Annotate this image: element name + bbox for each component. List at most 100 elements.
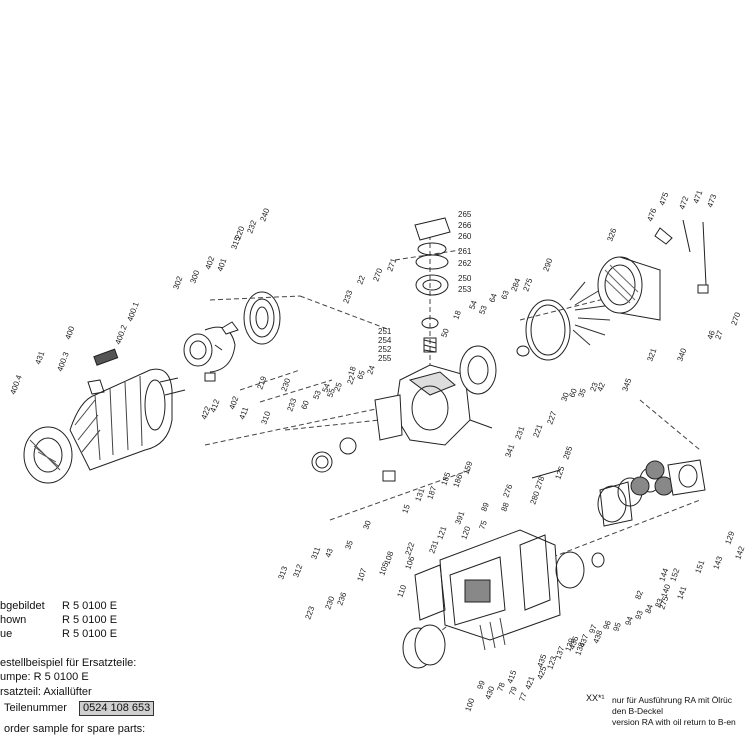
label-400-1: 400.1 <box>125 300 140 322</box>
label-35b: 35 <box>343 539 355 551</box>
info-value-3: R 5 0100 E <box>62 628 118 640</box>
label-310: 310 <box>259 410 272 426</box>
footnote-mark: XX*¹ <box>586 693 605 703</box>
label-230b: 230 <box>323 595 336 611</box>
label-270b: 270 <box>729 311 742 327</box>
label-106: 106 <box>403 555 416 571</box>
label-400-3: 400.3 <box>55 350 70 372</box>
label-27: 27 <box>713 329 725 341</box>
label-107: 107 <box>355 567 368 583</box>
label-270: 270 <box>371 267 384 283</box>
label-232: 232 <box>245 219 258 235</box>
label-473: 473 <box>705 193 718 209</box>
label-60: 60 <box>567 387 579 399</box>
label-152: 152 <box>668 567 681 583</box>
label-260: 260 <box>458 232 472 241</box>
label-30: 30 <box>559 391 571 403</box>
info-label-3: ue <box>0 628 13 640</box>
label-231b: 231 <box>427 539 440 555</box>
label-110: 110 <box>395 583 408 599</box>
label-55: 55 <box>325 387 337 399</box>
label-475: 475 <box>657 191 670 207</box>
label-18: 18 <box>451 309 463 321</box>
label-140: 140 <box>659 583 672 599</box>
label-185: 185 <box>439 471 452 487</box>
label-275: 275 <box>521 277 534 293</box>
label-233b: 233 <box>285 397 298 413</box>
label-99: 99 <box>475 679 487 691</box>
label-53: 53 <box>477 304 489 316</box>
label-50: 50 <box>439 327 451 339</box>
label-231: 231 <box>513 425 526 441</box>
label-75: 75 <box>477 519 489 531</box>
label-425: 425 <box>535 665 548 681</box>
info-pump: umpe: R 5 0100 E <box>0 671 89 683</box>
label-22: 22 <box>355 274 367 286</box>
info-label-2: hown <box>0 614 27 626</box>
label-401: 401 <box>215 257 228 273</box>
label-311: 311 <box>309 545 322 561</box>
label-400-4: 400.4 <box>8 373 23 395</box>
label-105: 105 <box>377 561 390 577</box>
label-24: 24 <box>365 364 377 376</box>
label-22b: 22 <box>345 374 357 386</box>
label-64: 64 <box>487 292 499 304</box>
label-266: 266 <box>458 221 472 230</box>
lower-housing <box>402 459 706 669</box>
label-250: 250 <box>458 274 472 283</box>
part-number-labels: 265 266 260 261 262 250 253 251 254 252 … <box>8 189 746 713</box>
label-108: 108 <box>382 550 395 566</box>
label-436: 436 <box>567 635 580 651</box>
label-78: 78 <box>495 681 507 693</box>
label-278: 278 <box>533 475 546 491</box>
motor-assembly <box>23 348 186 484</box>
label-159: 159 <box>461 460 474 476</box>
label-412: 412 <box>208 398 221 414</box>
info-order-sample: order sample for spare parts: <box>4 723 146 735</box>
label-88: 88 <box>499 501 511 513</box>
info-value-1: R 5 0100 E <box>62 600 118 612</box>
label-431: 431 <box>33 350 46 366</box>
label-187: 187 <box>425 485 438 501</box>
label-131: 131 <box>413 487 426 503</box>
label-15: 15 <box>400 503 412 515</box>
label-54b: 54 <box>320 382 332 394</box>
label-84: 84 <box>643 603 655 615</box>
label-472: 472 <box>677 195 690 211</box>
label-143: 143 <box>711 555 724 571</box>
label-60b: 60 <box>299 399 311 411</box>
label-79: 79 <box>507 685 519 697</box>
label-430: 430 <box>483 685 496 701</box>
fan-assembly <box>459 219 709 395</box>
info-label-1: bgebildet <box>0 600 45 612</box>
label-123: 123 <box>545 655 558 671</box>
label-83: 83 <box>653 597 665 609</box>
label-321: 321 <box>645 347 658 363</box>
footnote-line-3: version RA with oil return to B-en <box>612 717 736 727</box>
label-100: 100 <box>463 697 476 713</box>
info-spare-part: rsatzteil: Axiallüfter <box>0 686 92 698</box>
label-312: 312 <box>291 563 304 579</box>
label-400: 400 <box>63 325 76 341</box>
label-340: 340 <box>675 347 688 363</box>
label-222: 222 <box>403 541 416 557</box>
label-271: 271 <box>385 257 398 273</box>
label-139: 139 <box>563 637 576 653</box>
label-236: 236 <box>335 591 348 607</box>
label-285: 285 <box>561 445 574 461</box>
label-315: 315 <box>229 235 242 251</box>
label-125: 125 <box>553 465 566 481</box>
label-438: 438 <box>591 629 604 645</box>
label-280: 280 <box>528 490 541 506</box>
label-95: 95 <box>611 621 623 633</box>
label-421: 421 <box>523 675 536 691</box>
label-129: 129 <box>723 530 736 546</box>
info-part-number-label: Teilenummer <box>4 702 67 714</box>
label-313: 313 <box>276 565 289 581</box>
label-341: 341 <box>503 443 516 459</box>
label-261: 261 <box>458 247 472 256</box>
label-18b: 18 <box>346 365 358 377</box>
label-63: 63 <box>499 289 511 301</box>
label-391: 391 <box>453 510 466 526</box>
label-402b: 402 <box>227 395 240 411</box>
